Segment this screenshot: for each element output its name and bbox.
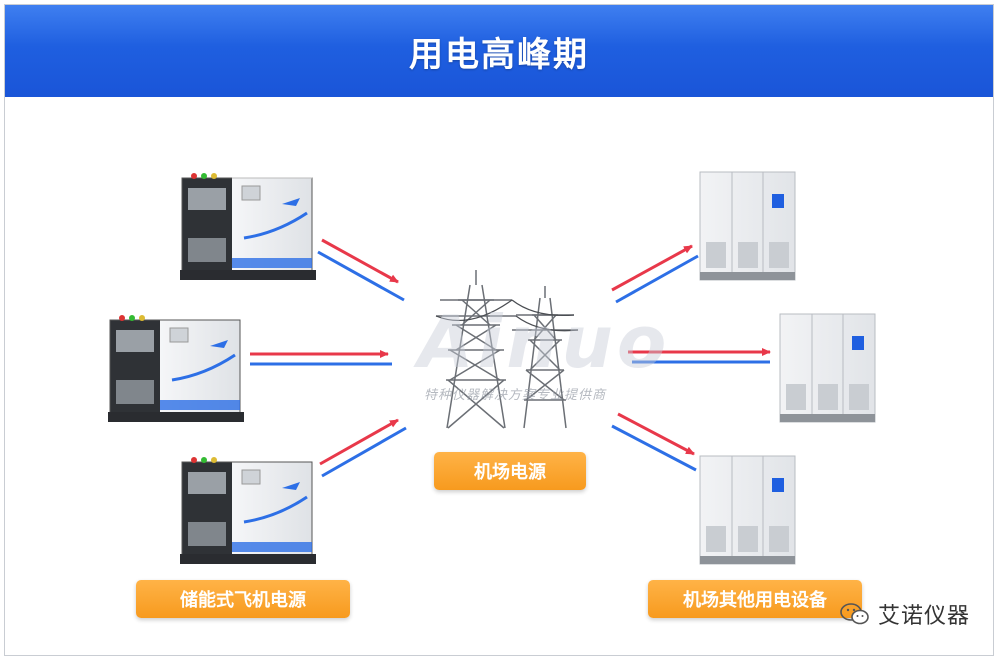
arrow-top-left — [317, 238, 405, 302]
center-label-text: 机场电源 — [474, 462, 546, 483]
left-label-pill: 储能式飞机电源 — [136, 580, 350, 618]
equipment-rack-bottom — [699, 455, 796, 565]
arrow-bottom-left — [319, 418, 407, 478]
right-label-text: 机场其他用电设备 — [683, 590, 827, 611]
power-lines — [435, 299, 579, 332]
brand-mark: 艾诺仪器 — [840, 598, 970, 630]
right-label-pill: 机场其他用电设备 — [648, 580, 862, 618]
arrow-middle-left — [250, 350, 392, 366]
equipment-rack-middle — [779, 313, 876, 423]
header-banner: 用电高峰期 — [5, 5, 993, 97]
generator-unit-top — [180, 173, 316, 280]
center-label-pill: 机场电源 — [434, 452, 586, 490]
arrow-bottom-right — [611, 412, 697, 472]
wechat-icon — [840, 603, 869, 625]
arrow-middle-right — [628, 348, 771, 364]
left-label-text: 储能式飞机电源 — [180, 590, 306, 611]
brand-name: 艾诺仪器 — [877, 604, 970, 629]
page-title: 用电高峰期 — [409, 34, 589, 75]
equipment-rack-top — [699, 171, 796, 281]
generator-unit-middle — [108, 315, 244, 422]
generator-unit-bottom — [180, 457, 316, 564]
transmission-tower-right — [512, 286, 578, 429]
arrow-top-right — [611, 244, 699, 304]
transmission-tower-left — [436, 270, 516, 429]
